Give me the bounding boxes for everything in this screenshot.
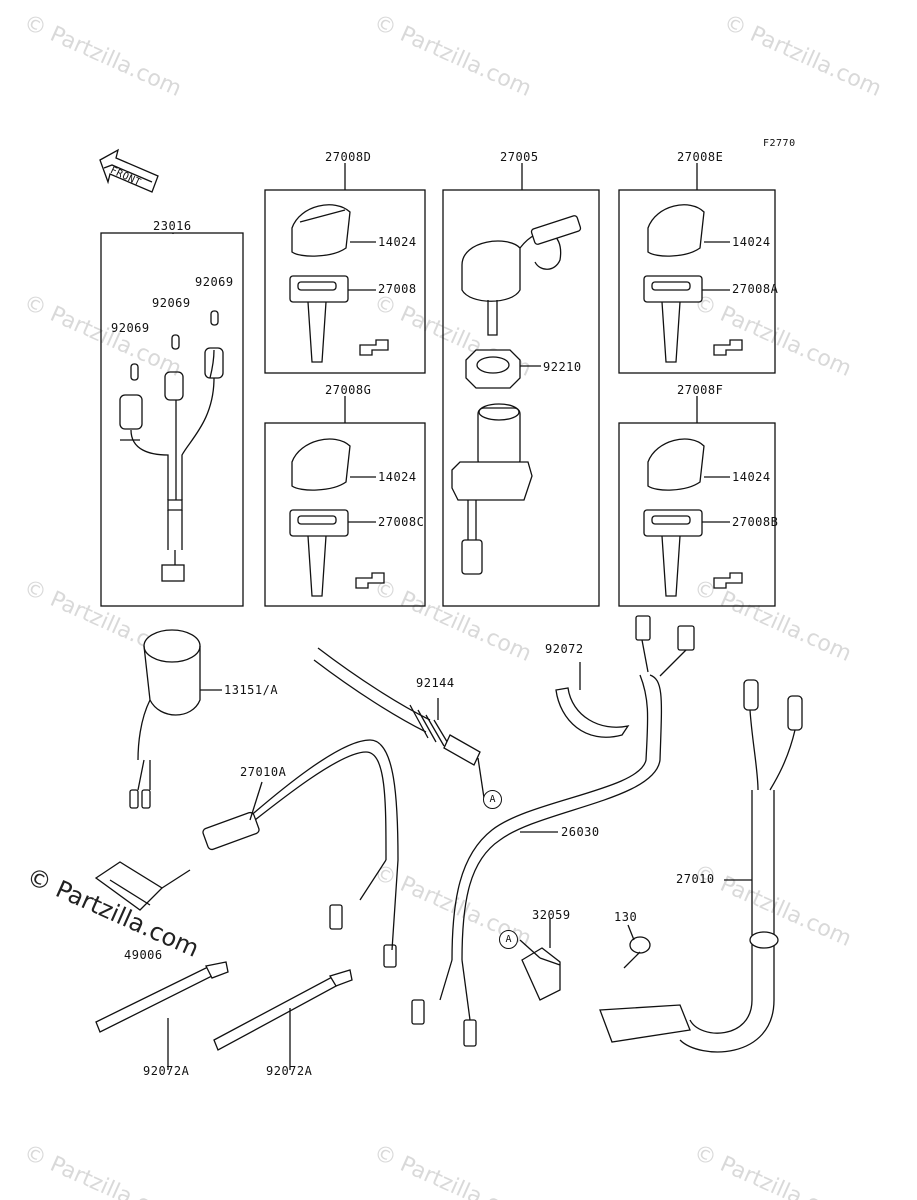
part-label: 27008G [325,383,372,397]
part-label: 92210 [543,360,582,374]
part-label: 27008B [732,515,779,529]
part-label: 27008D [325,150,372,164]
key-head-14024-g [291,438,351,491]
part-label: 14024 [732,235,771,249]
part-label: 92069 [111,321,150,335]
sensor-27010 [599,679,803,1053]
key-profile-g [355,572,385,589]
part-label: 27005 [500,150,539,164]
callout-a: A [483,790,502,809]
bolt-130 [623,936,651,969]
part-label: 32059 [532,908,571,922]
part-label: 92072A [266,1064,313,1078]
part-label: 92072 [545,642,584,656]
key-27008B [643,509,703,597]
part-label: 49006 [124,948,163,962]
key-head-14024-e [647,204,705,257]
nut-92210 [465,349,521,389]
tie-92072A-a [95,965,215,1033]
tie-92072A-b [213,975,339,1051]
key-profile-f [713,572,743,589]
part-label: 92144 [416,676,455,690]
part-label: 14024 [378,235,417,249]
part-label: 14024 [378,470,417,484]
part-label: 23016 [153,219,192,233]
key-profile-d [359,339,389,356]
box-23016 [100,232,244,607]
part-label: 26030 [561,825,600,839]
ignition-key-27005 [461,215,582,336]
part-label: 13151/A [224,683,279,697]
part-label: 27008A [732,282,779,296]
key-27008-d [289,275,349,363]
part-label: 27010A [240,765,287,779]
tube-92144 [313,647,481,766]
key-head-14024-d [291,204,351,257]
part-label: 27008F [677,383,724,397]
part-label: 27008E [677,150,724,164]
part-label: 130 [614,910,638,924]
indicator-13151A [129,629,201,809]
key-27008A [643,275,703,363]
harness-23016 [119,310,224,582]
figure-code: F2770 [763,138,796,149]
part-label: 27008 [378,282,417,296]
key-head-14024-f [647,438,705,491]
ignition-switch-body [451,403,533,575]
bulb-49006 [94,861,191,911]
part-label: 14024 [732,470,771,484]
part-label: 92069 [195,275,234,289]
part-label: 27008C [378,515,425,529]
harness-26030 [411,615,695,1047]
box-27005 [442,189,600,607]
bracket-32059 [521,947,561,1001]
band-92072 [555,687,630,738]
part-label: 92069 [152,296,191,310]
part-label: 27010 [676,872,715,886]
front-arrow-icon [99,148,159,193]
part-label: 92072A [143,1064,190,1078]
callout-a: A [499,930,518,949]
key-27008C [289,509,349,597]
key-profile-e [713,339,743,356]
harness-27010A [202,739,399,968]
